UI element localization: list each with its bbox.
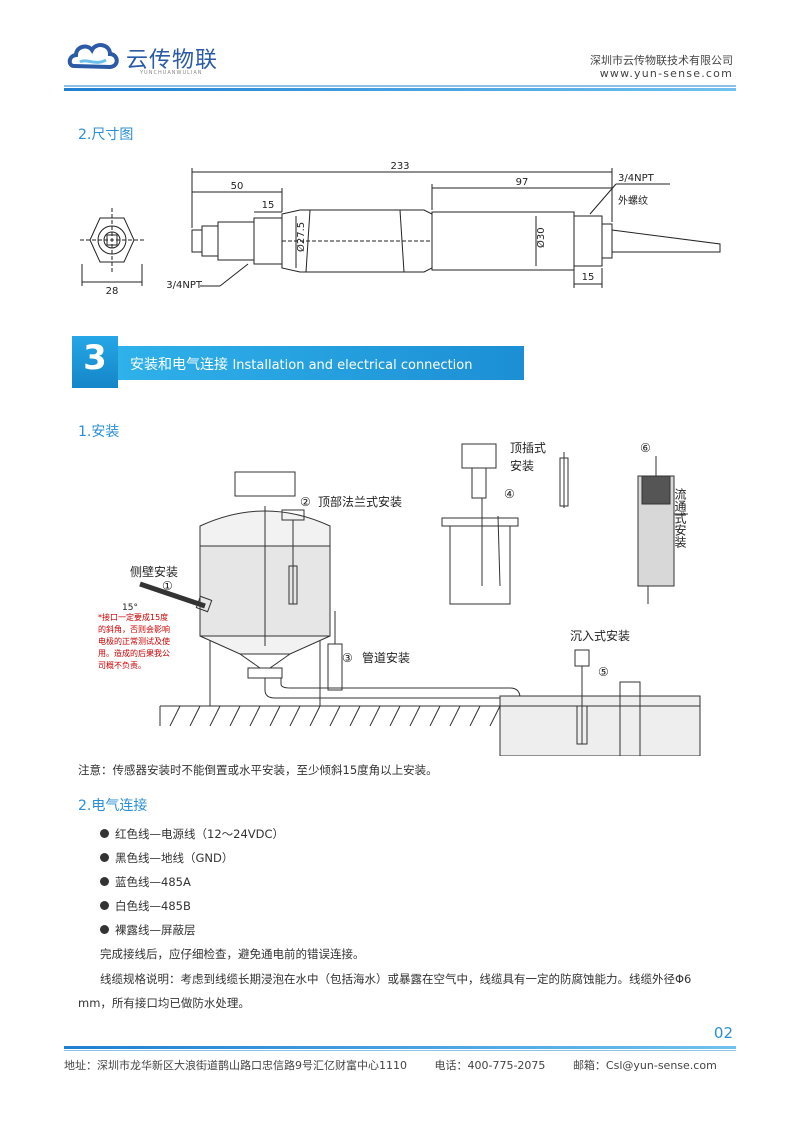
- marker-6: ⑥: [640, 441, 651, 455]
- list-item: 裸露线—屏蔽层: [100, 921, 284, 945]
- header-divider-accent: [64, 88, 736, 91]
- dim-15-left: 15: [262, 200, 275, 211]
- bullet-icon: [100, 877, 109, 886]
- dim-15-right: 15: [582, 272, 595, 283]
- list-item: 白色线—485B: [100, 897, 284, 921]
- dimension-drawing: 233 50 97 15 15 28 Ø27.5 Ø30 3/4NPT 外螺纹 …: [80, 161, 721, 297]
- marker-5: ⑤: [598, 665, 609, 679]
- chapter-number-box: [72, 336, 118, 388]
- bullet-icon: [100, 901, 109, 910]
- installation-diagram: 侧壁安装 ① 15° ② 顶部法兰式安装 ③ 管道安装 顶插式 安装 ④ 沉入式…: [98, 441, 701, 756]
- marker-4: ④: [504, 487, 515, 501]
- angle-label: 15°: [122, 603, 138, 613]
- marker-1: ①: [162, 579, 173, 593]
- top-flange-label: 顶部法兰式安装: [318, 494, 402, 509]
- warning-line-3: 电极的正常测试及使: [98, 636, 170, 646]
- flow-install-label: 流通式安装: [673, 488, 687, 549]
- dim-total: 233: [390, 161, 409, 172]
- company-name: 深圳市云传物联技术有限公司: [590, 54, 733, 67]
- warning-line-5: 司概不负责。: [98, 660, 146, 670]
- marker-2: ②: [300, 495, 311, 509]
- bullet-icon: [100, 829, 109, 838]
- footer-divider-accent: [64, 1046, 736, 1049]
- wiring-check-paragraph: 完成接线后，应仔细检查，避免通电前的错误连接。: [100, 947, 365, 961]
- warning-line-2: 的斜角，否则会影响: [98, 624, 170, 634]
- electrical-section-title: 2.电气连接: [78, 798, 148, 814]
- warning-line-1: *接口一定要成15度: [98, 612, 168, 622]
- sink-install-label: 沉入式安装: [570, 628, 630, 643]
- footer-email: 邮箱：Csl@yun-sense.com: [572, 1059, 717, 1072]
- chapter-title-bar: [118, 346, 524, 380]
- dim-dia-30: Ø30: [535, 227, 547, 248]
- npt-right-label: 3/4NPT: [618, 173, 655, 184]
- thread-label: 外螺纹: [618, 194, 648, 207]
- top-insert-label-2: 安装: [510, 458, 534, 473]
- pipe-install-label: 管道安装: [362, 650, 410, 665]
- list-item: 红色线—电源线（12～24VDC）: [100, 825, 284, 849]
- footer-divider: [64, 1050, 736, 1051]
- dim-28: 28: [106, 286, 119, 297]
- side-install-label: 侧壁安装: [130, 564, 178, 579]
- chapter-banner: 3 安装和电气连接 Installation and electrical co…: [72, 336, 524, 388]
- chapter-title-en: Installation and electrical connection: [232, 358, 473, 373]
- page-footer: 地址：深圳市龙华新区大浪街道鹊山路口忠信路9号汇亿财富中心1110 电话：400…: [64, 1057, 717, 1073]
- cloud-logo-icon: [67, 43, 119, 70]
- chapter-title: 安装和电气连接 Installation and electrical conn…: [130, 354, 472, 374]
- chapter-number: 3: [83, 338, 107, 378]
- list-item: 蓝色线—485A: [100, 873, 284, 897]
- wiring-list: 红色线—电源线（12～24VDC） 黑色线—地线（GND） 蓝色线—485A 白…: [100, 825, 284, 945]
- logo-subtext: YUNCHUANWULIAN: [140, 70, 203, 76]
- logo-text: 云传物联: [126, 48, 219, 73]
- chapter-title-cn: 安装和电气连接: [130, 357, 228, 373]
- header-divider: [64, 85, 736, 87]
- list-item: 黑色线—地线（GND）: [100, 849, 284, 873]
- cable-spec-line-2: mm，所有接口均已做防水处理。: [78, 996, 250, 1010]
- footer-phone: 电话：400-775-2075: [434, 1059, 546, 1072]
- warning-line-4: 用。造成的后果我公: [98, 648, 170, 658]
- bullet-icon: [100, 925, 109, 934]
- install-note: 注意：传感器安装时不能倒置或水平安装，至少倾斜15度角以上安装。: [78, 763, 438, 777]
- cable-spec-line-1: 线缆规格说明：考虑到线缆长期浸泡在水中（包括海水）或暴露在空气中，线缆具有一定的…: [100, 972, 692, 986]
- bullet-icon: [100, 853, 109, 862]
- dim-97: 97: [516, 177, 529, 188]
- dim-dia-27-5: Ø27.5: [295, 222, 307, 252]
- dim-50: 50: [231, 181, 244, 192]
- top-insert-label-1: 顶插式: [510, 441, 546, 455]
- marker-3: ③: [342, 651, 353, 665]
- company-website: www.yun-sense.com: [599, 67, 733, 80]
- dimension-section-title: 2.尺寸图: [78, 127, 134, 143]
- npt-left-label: 3/4NPT: [166, 280, 203, 291]
- footer-address: 地址：深圳市龙华新区大浪街道鹊山路口忠信路9号汇亿财富中心1110: [64, 1059, 407, 1072]
- page-header: 云传物联 YUNCHUANWULIAN 深圳市云传物联技术有限公司 www.yu…: [0, 0, 793, 92]
- install-section-title: 1.安装: [78, 424, 120, 440]
- page-number: 02: [713, 1024, 733, 1042]
